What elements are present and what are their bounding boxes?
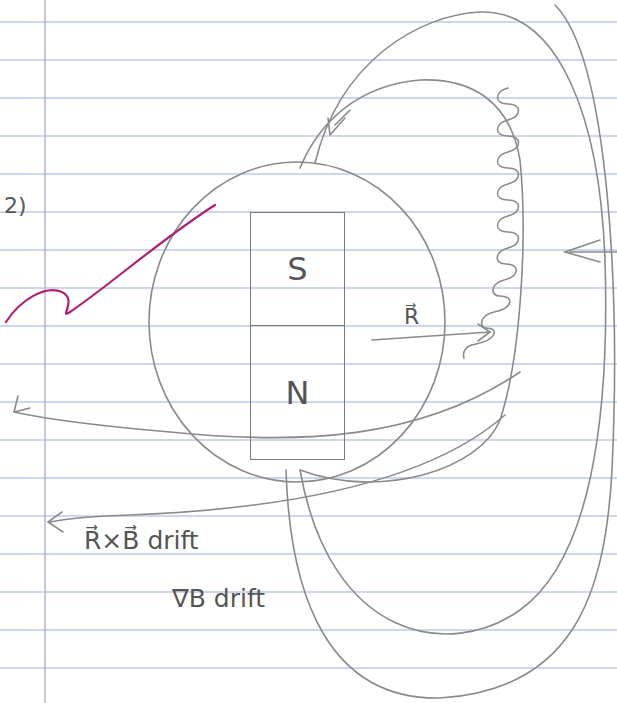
pole-letter: S xyxy=(287,250,307,288)
part-number: 2) xyxy=(2,193,29,218)
drift-arrow xyxy=(14,372,520,438)
arrowhead xyxy=(48,512,63,532)
notebook-lines xyxy=(0,22,617,668)
arrowhead-mark xyxy=(328,110,350,135)
arrowhead xyxy=(478,324,490,341)
magnet-pole: S xyxy=(250,212,345,326)
field-line xyxy=(300,12,606,634)
field-line xyxy=(286,5,614,698)
vector-label: R⃗ xyxy=(402,304,421,329)
margin-line xyxy=(44,0,45,703)
incoming-wave xyxy=(6,205,215,322)
pole-letter: N xyxy=(286,374,310,412)
gyration-spiral xyxy=(464,88,519,358)
drift-label: R⃗×B⃗ drift xyxy=(82,527,201,556)
radius-vector xyxy=(372,332,490,340)
arrowhead xyxy=(14,396,30,412)
magnet-pole: N xyxy=(250,325,345,460)
incoming-arrow xyxy=(565,240,617,262)
drift-arrow xyxy=(50,415,505,522)
drift-label: ∇B drift xyxy=(170,585,267,614)
